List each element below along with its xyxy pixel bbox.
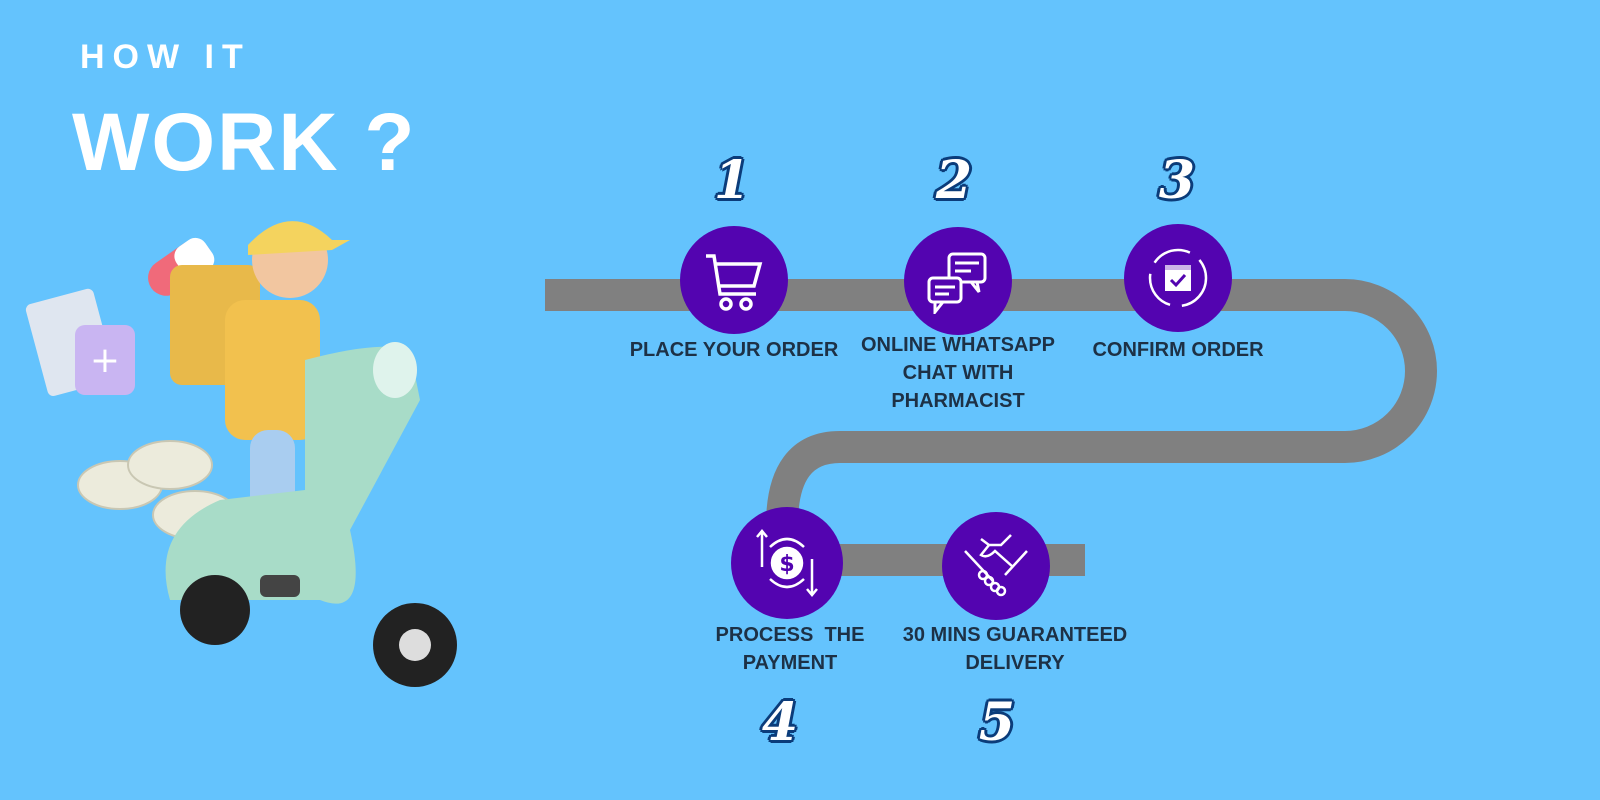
step-2-number: 2 [935, 150, 973, 211]
step-5-number: 5 [978, 692, 1016, 753]
step-2-label: ONLINE WHATSAPP CHAT WITH PHARMACIST [860, 334, 1056, 412]
delivery-scooter-illustration: + [25, 221, 457, 687]
scooter-rear-wheel [180, 575, 250, 645]
step-4-circle: $ [731, 507, 843, 619]
chat-bubbles-icon [927, 252, 987, 314]
payment-exchange-icon: $ [756, 529, 818, 597]
step-1-circle [680, 226, 788, 334]
shopping-cart-icon [706, 254, 763, 311]
step-5-circle [942, 512, 1050, 620]
title-line-1: HOW IT [80, 38, 251, 76]
step-5-label: 30 MINS GUARANTEED DELIVERY [902, 624, 1128, 674]
rider-vest [225, 300, 320, 440]
step-4-number: 4 [761, 692, 799, 753]
step-4-label: PROCESS THE PAYMENT [715, 624, 871, 674]
svg-text:+: + [90, 340, 120, 381]
rider-cap [248, 221, 350, 255]
step-3-number: 3 [1158, 150, 1196, 211]
step-3-circle [1124, 224, 1232, 332]
title-line-2: WORK ? [72, 97, 417, 188]
step-1-number: 1 [713, 150, 751, 211]
handshake-icon [964, 534, 1028, 597]
svg-text:$: $ [779, 552, 794, 577]
step-1-label: PLACE YOUR ORDER [629, 339, 839, 361]
medicine-bottle [75, 325, 135, 395]
scooter-body [165, 346, 420, 604]
step-2-circle [904, 227, 1012, 335]
step-3-label: CONFIRM ORDER [1092, 339, 1264, 361]
scooter-headlight [373, 342, 417, 398]
calendar-check-icon [1148, 248, 1208, 308]
rider-shoe [260, 575, 300, 597]
